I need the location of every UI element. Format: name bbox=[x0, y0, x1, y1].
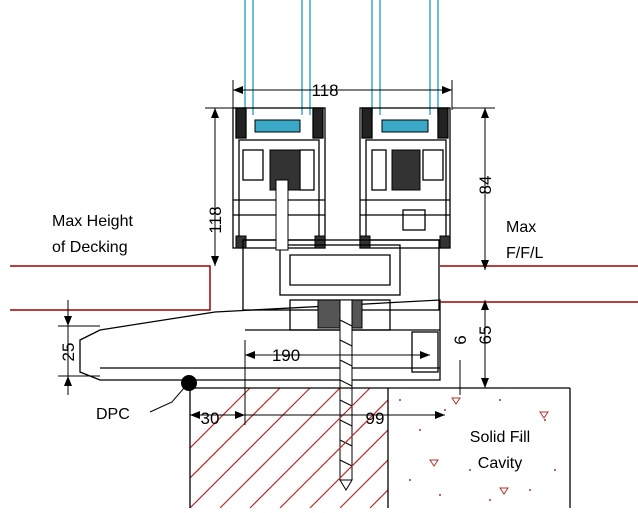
label-dpc: DPC bbox=[96, 406, 130, 423]
glass-pane-left bbox=[244, 0, 311, 115]
dpc-marker bbox=[181, 375, 197, 391]
dim-height-right: 84 bbox=[476, 176, 495, 195]
decking-level-line bbox=[10, 265, 211, 311]
dimension-lines bbox=[58, 80, 495, 425]
dim-left-25: 25 bbox=[59, 343, 78, 362]
frame-profile-right bbox=[359, 107, 451, 249]
dim-gap-small: 6 bbox=[451, 335, 470, 344]
glass-pane-right bbox=[371, 0, 439, 115]
label-decking-line2: of Decking bbox=[52, 239, 128, 256]
dim-width-top: 118 bbox=[311, 81, 338, 100]
gasket-blocks bbox=[235, 149, 451, 249]
dim-sill-190: 190 bbox=[272, 346, 300, 365]
label-cavity-line2: Cavity bbox=[478, 455, 522, 472]
dim-offset-99: 99 bbox=[366, 409, 385, 428]
fixing-screw bbox=[275, 179, 353, 491]
glazing-spacers bbox=[254, 119, 429, 133]
dim-offset-30: 30 bbox=[201, 409, 220, 428]
dim-lower-right: 65 bbox=[476, 326, 495, 345]
label-ffl-line1: Max bbox=[506, 219, 536, 236]
brickwork-hatch bbox=[190, 388, 388, 508]
dim-height-left: 118 bbox=[206, 206, 225, 233]
brickwork-outline bbox=[189, 387, 571, 508]
cavity-fill-dots bbox=[399, 397, 556, 501]
label-decking-line1: Max Height bbox=[52, 213, 133, 230]
sill-profile bbox=[79, 239, 441, 381]
label-cavity-line1: Solid Fill bbox=[470, 429, 530, 446]
dimension-arrows bbox=[64, 86, 489, 419]
label-ffl-line2: F/F/L bbox=[506, 245, 543, 262]
ffl-level-line bbox=[440, 265, 638, 303]
